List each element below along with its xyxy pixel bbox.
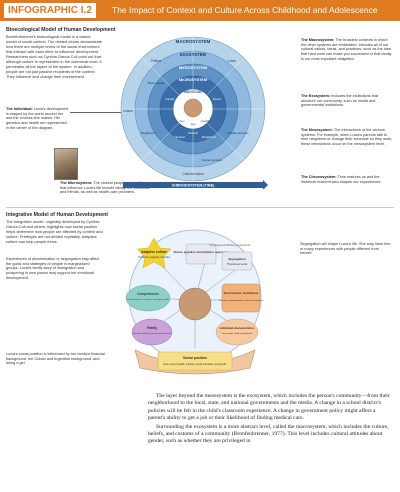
individual-shape	[215, 318, 259, 346]
macro-item-cultural-values: Cultural values	[182, 172, 203, 176]
competencies-sub: Communicative, cognitive, and coping ski…	[127, 298, 170, 301]
macro-item-politics: Politics	[151, 59, 162, 63]
exo-item-social-services: Social services	[202, 158, 223, 162]
micro-item-church: Church	[188, 131, 198, 135]
chrono-arrow	[263, 180, 268, 189]
center-label-health: Health	[201, 119, 210, 123]
section2-body: The integrative model, originally develo…	[6, 219, 103, 244]
macro-item-culture: Culture	[123, 109, 134, 113]
integrative-diagram: Adaptive culture Traditions, legacies, h…	[125, 229, 264, 375]
prose-paragraph-2: Surrounding the exosystem is a more abst…	[148, 423, 389, 445]
racism-title: Racism, prejudice, discrimination, oppre…	[174, 251, 229, 254]
section1-body: Bronfenbrenner's bioecological model is …	[6, 34, 102, 79]
individual-sub: Personality, health and physical	[222, 332, 253, 335]
individual-title: Individual characteristics	[220, 326, 255, 330]
segregation-sub: Physical and social	[227, 263, 248, 266]
social-position-sub: Race, level of wealth, ethnicity, sexual…	[164, 363, 227, 366]
environment-box	[221, 283, 261, 313]
family-title: Family	[147, 326, 157, 330]
note-macrosystem: The Macrosystem: The broadest contexts i…	[301, 38, 393, 62]
leader-line	[70, 112, 158, 113]
ring-dividers	[121, 37, 265, 181]
infographic-tag: INFOGRAPHIC I.2	[4, 3, 96, 18]
section-divider	[6, 207, 394, 208]
note-chronosystem-text: Time matures us and the historical momen…	[301, 175, 382, 184]
micro-item-family: Family	[165, 97, 175, 101]
note-mesosystem-text: The interactions of the various systems.…	[301, 128, 393, 147]
social-position-title: Social position	[183, 356, 207, 360]
adaptive-culture-sub: Traditions, legacies, histories	[138, 256, 171, 259]
competencies-shape	[125, 284, 171, 312]
note-exosystem: The Exosystem: Includes the institutions…	[301, 94, 393, 108]
note-microsystem-text: The closest people and institutions that…	[60, 181, 152, 195]
body-prose: The layer beyond the mesosystem is the e…	[148, 393, 394, 447]
micro-item-neighbors: Neighbors	[202, 135, 217, 139]
prose-paragraph-1: The layer beyond the mesosystem is the e…	[148, 393, 390, 422]
label-exosystem: EXOSYSTEM	[180, 52, 207, 57]
adaptive-culture-shape	[136, 237, 172, 269]
note-individual-text: Lucia's development is shaped by the wor…	[6, 107, 69, 130]
note-segregation: Segregation will shape Lucia's life. She…	[300, 242, 391, 256]
note-mesosystem-title: The Mesosystem:	[301, 128, 333, 132]
note-macrosystem-title: The Macrosystem:	[301, 38, 335, 42]
section1-title: Bioecological Model of Human Development	[6, 27, 116, 33]
competencies-title: Competencies	[137, 292, 159, 296]
note-individual: The Individual: Lucia's development is s…	[6, 107, 70, 131]
note-chronosystem: The Chronosystem: Time matures us and th…	[301, 175, 393, 184]
micro-item-peers: Peers	[213, 97, 222, 101]
section2-title: Integrative Model of Human Development	[6, 212, 109, 218]
note-macrosystem-text: The broadest contexts in which the other…	[301, 38, 392, 61]
macro-item-laws: Laws	[228, 59, 236, 63]
chrono-bar	[123, 182, 263, 188]
racism-box	[185, 243, 217, 265]
exo-item-health-services: Health services	[227, 131, 249, 135]
label-individual: INDIVIDUAL	[184, 90, 203, 94]
note-exosystem-title: The Exosystem:	[301, 94, 331, 98]
barriers-label: Promoting and inhibiting environments	[210, 244, 251, 247]
note-microsystem: The Microsystem: The closest people and …	[60, 181, 156, 195]
label-macrosystem: MACROSYSTEM	[176, 39, 211, 44]
center-label-sex: Sex	[179, 119, 185, 123]
environment-sub: Schools, neighborhoods, health care syst…	[219, 299, 264, 302]
label-microsystem: MICROSYSTEM	[179, 78, 207, 82]
chrono-label: CHRONOSYSTEM (TIME)	[172, 184, 216, 188]
exo-item-mass-media: Mass media	[148, 81, 165, 85]
adaptive-culture-title: Adaptive culture	[141, 250, 167, 254]
note-microsystem-title: The Microsystem:	[60, 181, 93, 185]
micro-item-school: School	[175, 135, 185, 139]
child-photo	[183, 98, 203, 118]
family-shape	[131, 318, 173, 346]
label-mesosystem: MESOSYSTEM	[179, 65, 208, 70]
center-label-age: Age	[190, 122, 196, 126]
note-chronosystem-title: The Chronosystem:	[301, 175, 337, 179]
note-mesosystem: The Mesosystem: The interactions of the …	[301, 128, 393, 147]
infographic-header: INFOGRAPHIC I.2 The Impact of Context an…	[0, 0, 400, 21]
family-photo	[54, 148, 78, 180]
segregation-box	[221, 251, 253, 271]
note-social-position: Lucia's social position is influenced by…	[6, 352, 105, 366]
social-position-box	[157, 351, 233, 371]
exo-item-neighbors: Neighbors	[141, 131, 156, 135]
note-exosystem-text: Includes the institutions that structure…	[301, 94, 379, 108]
bioecological-diagram: MACROSYSTEM EXOSYSTEM MESOSYSTEM MICROSY…	[120, 36, 268, 189]
center-child-photo	[178, 287, 212, 321]
segregation-title: Segregation	[228, 257, 246, 261]
environment-title: Environment, institutions	[224, 291, 259, 295]
family-sub: Structure, beliefs, socioeconomic status	[133, 332, 172, 335]
note-discrimination: Experiences of discrimination or segrega…	[6, 257, 100, 280]
infographic-title: The Impact of Context and Culture Across…	[112, 5, 378, 15]
note-individual-title: The Individual:	[6, 107, 33, 111]
